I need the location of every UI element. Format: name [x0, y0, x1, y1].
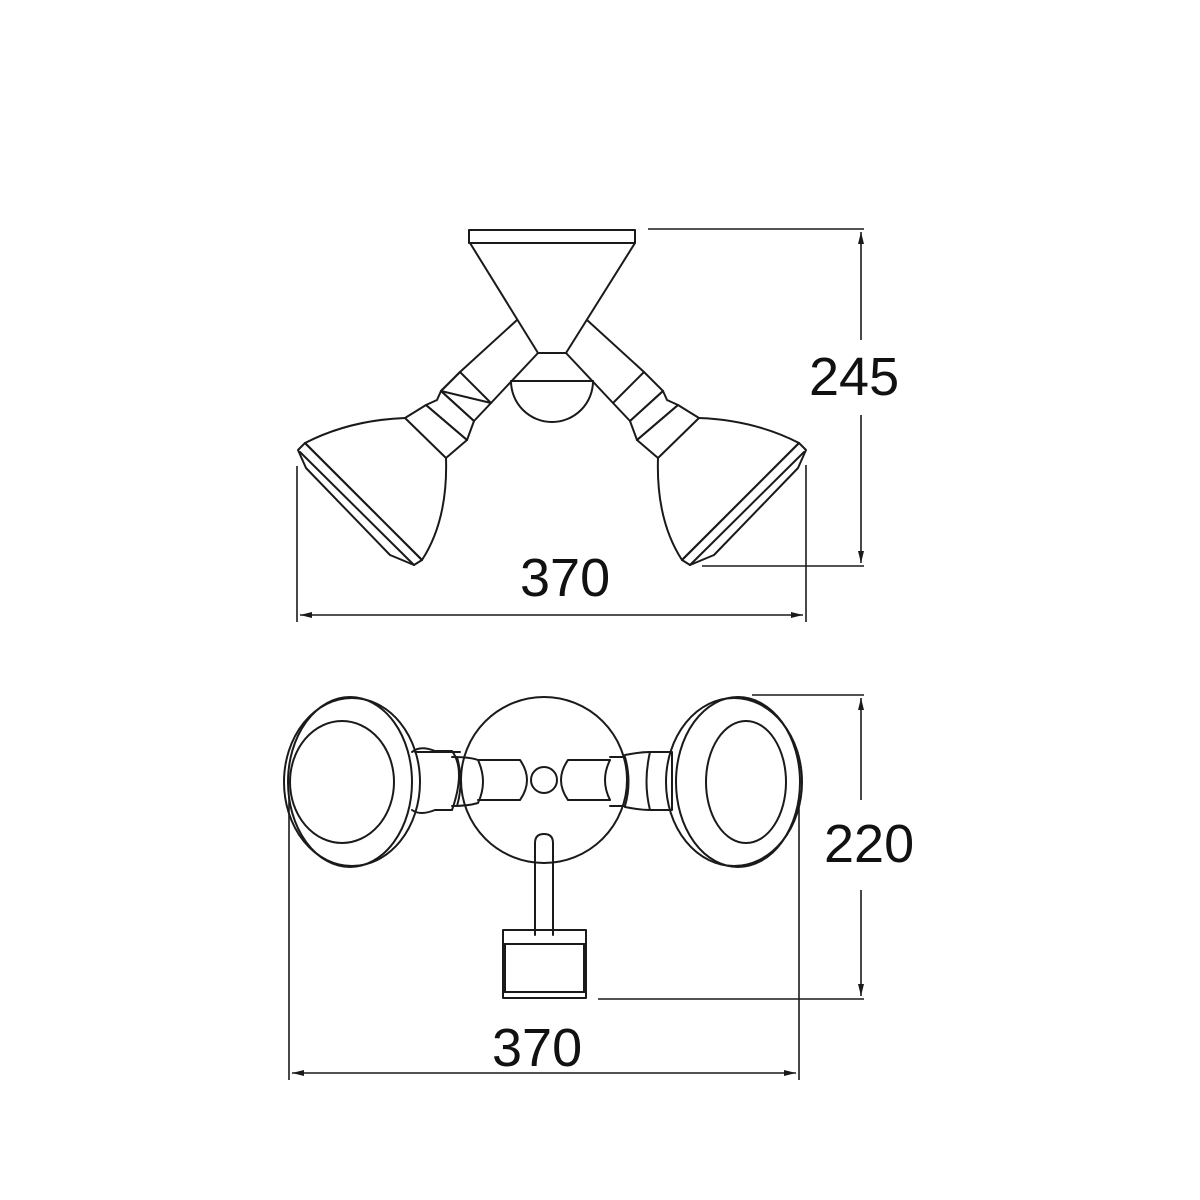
dimension-width-side — [296, 465, 807, 622]
left-lamp-head — [297, 417, 448, 566]
dimension-height-front — [598, 694, 864, 1000]
right-arm — [565, 319, 700, 459]
dimension-height-side — [648, 228, 864, 567]
ceiling-plate — [468, 229, 636, 244]
front-elevation-view — [283, 694, 864, 1080]
dimension-width-front — [288, 797, 800, 1080]
sensor-bracket — [502, 833, 587, 999]
sensor-dome — [510, 380, 594, 423]
side-elevation-view — [296, 228, 864, 622]
left-lamp-front — [283, 696, 484, 868]
side-height-label: 245 — [809, 347, 900, 407]
left-arm — [404, 319, 539, 459]
right-lamp-head — [656, 417, 807, 566]
wall-plate — [460, 696, 628, 864]
left-arm-front — [477, 759, 528, 801]
front-height-label: 220 — [824, 814, 915, 874]
center-knob — [530, 766, 558, 794]
side-width-label: 370 — [520, 548, 611, 608]
right-lamp-front — [604, 696, 803, 868]
right-arm-front — [560, 759, 611, 801]
front-width-label: 370 — [492, 1018, 583, 1078]
canopy-cone — [469, 242, 636, 354]
